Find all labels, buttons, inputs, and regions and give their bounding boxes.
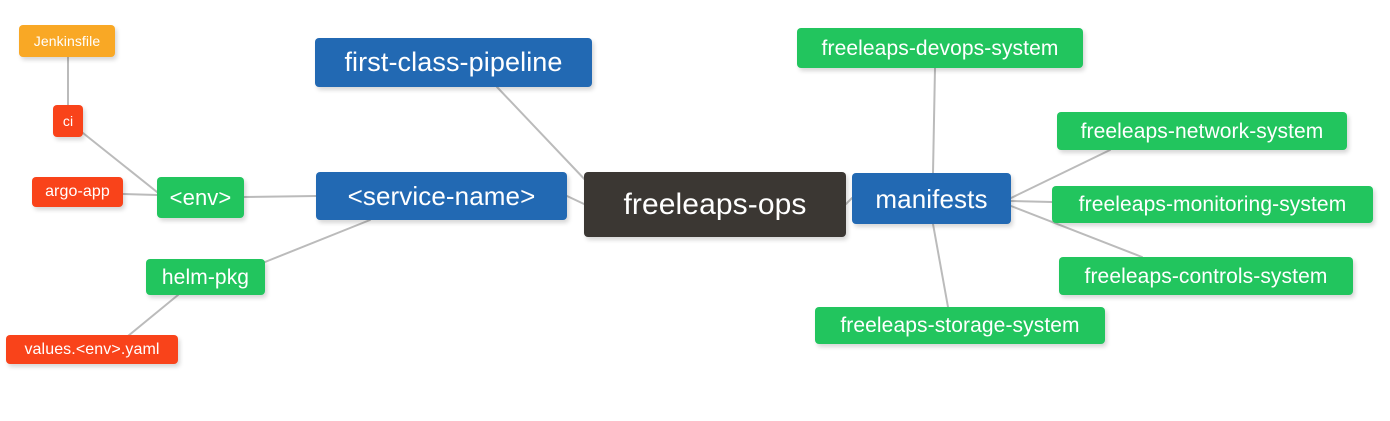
node-freeleaps-ops[interactable]: freeleaps-ops	[584, 172, 846, 237]
node-first-class-pipeline[interactable]: first-class-pipeline	[315, 38, 592, 87]
node-ci[interactable]: ci	[53, 105, 83, 137]
edge-service-name-to-helm-pkg	[264, 219, 371, 263]
edge-service-name-to-env	[243, 195, 317, 198]
node-values-env-yaml[interactable]: values.<env>.yaml	[6, 335, 178, 364]
node-service-name[interactable]: <service-name>	[316, 172, 567, 220]
node-argo-app[interactable]: argo-app	[32, 177, 123, 207]
edge-manifests-to-freeleaps-devops-system	[932, 67, 936, 174]
edge-manifests-to-freeleaps-storage-system	[932, 223, 949, 308]
edge-service-name-to-first-class-pipeline	[496, 86, 591, 186]
node-manifests[interactable]: manifests	[852, 173, 1011, 224]
edge-freeleaps-ops-to-service-name	[566, 195, 585, 205]
edge-helm-pkg-to-values-env-yaml	[127, 294, 179, 337]
edge-env-to-argo-app	[122, 193, 158, 196]
node-helm-pkg[interactable]: helm-pkg	[146, 259, 265, 295]
node-jenkinsfile[interactable]: Jenkinsfile	[19, 25, 115, 57]
node-freeleaps-network-system[interactable]: freeleaps-network-system	[1057, 112, 1347, 150]
node-freeleaps-devops-system[interactable]: freeleaps-devops-system	[797, 28, 1083, 68]
node-freeleaps-monitoring-system[interactable]: freeleaps-monitoring-system	[1052, 186, 1373, 223]
node-freeleaps-storage-system[interactable]: freeleaps-storage-system	[815, 307, 1105, 344]
edge-manifests-to-freeleaps-monitoring-system	[1010, 200, 1053, 203]
node-env[interactable]: <env>	[157, 177, 244, 218]
node-freeleaps-controls-system[interactable]: freeleaps-controls-system	[1059, 257, 1353, 295]
